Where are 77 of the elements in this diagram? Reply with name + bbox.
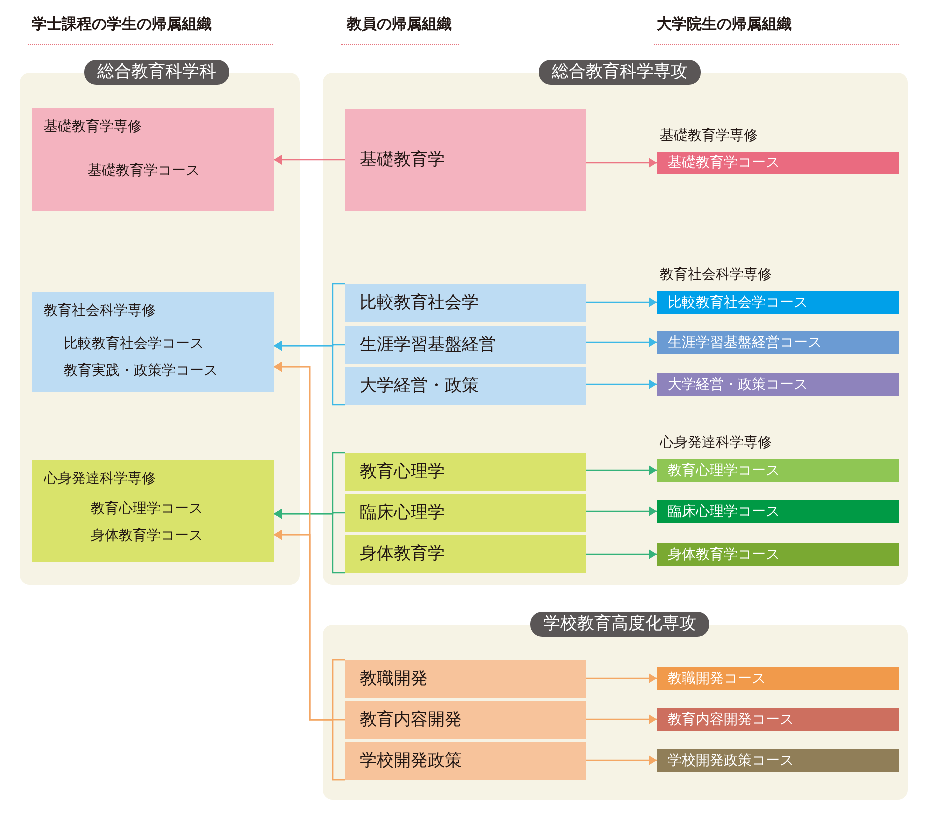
faculty-name: 大学経営・政策 (360, 375, 479, 397)
group-panel (323, 612, 908, 800)
faculty-name: 学校開発政策 (360, 750, 462, 772)
course-name: 身体教育学コース (668, 546, 780, 564)
course-name: 比較教育社会学コース (668, 294, 808, 312)
course-name: 身体教育学コース (91, 527, 203, 546)
faculty-name: 教育内容開発 (360, 709, 462, 731)
faculty-box (345, 660, 586, 698)
course-bar (657, 543, 899, 566)
course-bar (657, 749, 899, 772)
course-bar (657, 667, 899, 690)
course-name: 大学経営・政策コース (668, 376, 808, 394)
faculty-box (345, 453, 586, 491)
faculty-name: 臨床心理学 (360, 502, 445, 524)
faculty-box (345, 284, 586, 322)
major-heading: 教育社会科学専修 (44, 302, 156, 320)
course-name: 生涯学習基盤経営コース (668, 334, 822, 352)
faculty-name: 比較教育社会学 (360, 292, 479, 314)
faculty-name: 生涯学習基盤経営 (360, 334, 496, 356)
faculty-name: 教育心理学 (360, 461, 445, 483)
faculty-name: 基礎教育学 (360, 149, 445, 171)
major-card (32, 108, 274, 211)
panel-title: 総合教育科学科 (84, 60, 230, 85)
course-name: 比較教育社会学コース (64, 335, 204, 354)
course-bar (657, 708, 899, 731)
course-name: 教職開発コース (668, 670, 766, 688)
course-name: 学校開発政策コース (668, 752, 794, 770)
arrow (586, 338, 657, 348)
course-bar (657, 331, 899, 354)
column-heading: 大学院生の帰属組織 (657, 14, 792, 34)
major-card (32, 460, 274, 562)
faculty-box (345, 535, 586, 573)
column-heading: 学士課程の学生の帰属組織 (32, 14, 212, 34)
faculty-name: 教職開発 (360, 668, 428, 690)
major-heading: 基礎教育学専修 (44, 118, 142, 136)
course-name: 教育心理学コース (668, 462, 780, 480)
faculty-box (345, 326, 586, 364)
major-card (32, 292, 274, 392)
arrow (274, 155, 345, 165)
arrow (586, 158, 657, 168)
course-bar (657, 373, 899, 396)
arrow (586, 298, 657, 308)
group-heading: 基礎教育学専修 (660, 127, 758, 145)
course-name: 教育内容開発コース (668, 710, 794, 728)
group-panel (323, 60, 908, 585)
faculty-box (345, 109, 586, 211)
course-bar (657, 152, 899, 174)
arrow (586, 756, 657, 766)
group-heading: 教育社会科学専修 (660, 266, 772, 284)
major-heading: 心身発達科学専修 (44, 470, 156, 488)
group-panel (20, 60, 300, 585)
bracket-arrow (274, 530, 345, 781)
arrow (586, 674, 657, 684)
group-heading: 心身発達科学専修 (660, 434, 772, 452)
course-name: 臨床心理学コース (668, 502, 780, 520)
faculty-box (345, 701, 586, 739)
arrow (586, 506, 657, 516)
panel-title: 総合教育科学専攻 (539, 60, 701, 85)
faculty-box (345, 494, 586, 532)
course-bar (657, 500, 899, 523)
bracket-arrow (274, 452, 345, 574)
faculty-box (345, 742, 586, 780)
column-heading: 教員の帰属組織 (347, 14, 452, 34)
course-bar (657, 459, 899, 482)
arrow (586, 714, 657, 724)
course-name: 基礎教育学コース (668, 154, 780, 172)
course-bar (657, 291, 899, 314)
bracket-arrow (274, 283, 345, 406)
course-name: 教育心理学コース (91, 500, 203, 519)
arrow (586, 380, 657, 390)
faculty-box (345, 367, 586, 405)
course-name: 基礎教育学コース (88, 162, 200, 181)
arrow (586, 466, 657, 476)
arrow (586, 550, 657, 560)
course-name: 教育実践・政策学コース (64, 362, 218, 381)
panel-title: 学校教育高度化専攻 (530, 612, 710, 637)
faculty-name: 身体教育学 (360, 543, 445, 565)
